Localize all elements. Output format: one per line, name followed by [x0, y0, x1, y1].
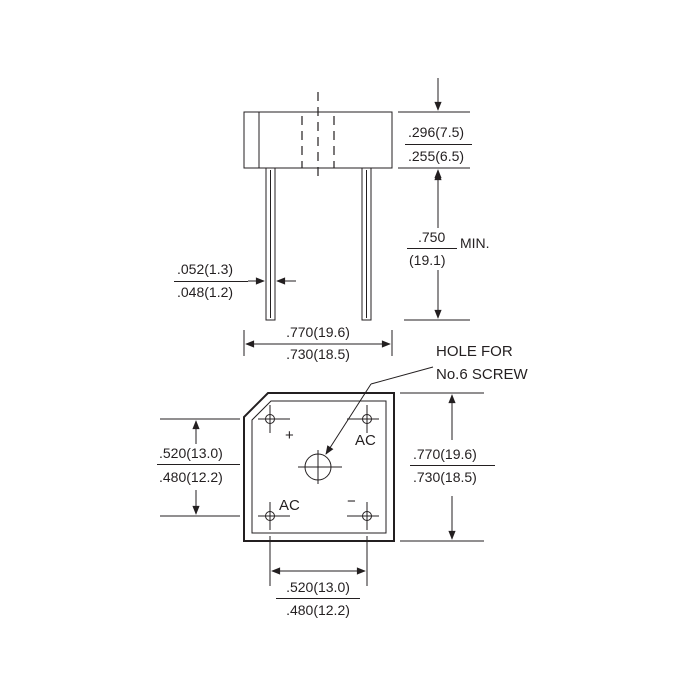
lead-length-top-label: .750 [418, 229, 445, 245]
pin-plus [258, 405, 290, 433]
body-width-dimension: .770(19.6) .730(18.5) [400, 392, 495, 542]
lead-length-dimension: .750 (19.1) MIN. [404, 171, 490, 321]
pin-plus-label: + [285, 427, 294, 444]
height-dimension: .296(7.5) .255(6.5) [398, 78, 472, 200]
lead-spacing-dimension: .770(19.6) .730(18.5) [243, 324, 393, 362]
pin-ac-bottom-label: AC [279, 497, 300, 514]
pin-pitch-h-max-label: .520(13.0) [286, 579, 350, 595]
lead-spacing-max-label: .770(19.6) [286, 324, 350, 340]
pin-pitch-v-max-label: .520(13.0) [159, 445, 223, 461]
pin-ac-top [347, 405, 379, 433]
lead-left [265, 167, 276, 321]
lead-length-bottom-label: (19.1) [409, 252, 446, 268]
top-view-inner-outline [251, 400, 387, 534]
lead-right [361, 167, 372, 321]
pin-pitch-horizontal-dimension: .520(13.0) .480(12.2) [269, 536, 368, 618]
pin-minus [347, 502, 379, 530]
top-view: + AC AC − HOLE FOR No.6 SCREW .520(13.0)… [157, 343, 529, 618]
lead-dia-max-label: .052(1.3) [177, 261, 233, 277]
screw-hole [298, 450, 342, 484]
top-view-body [243, 392, 395, 542]
pin-minus-label: − [347, 493, 356, 510]
height-min-label: .255(6.5) [408, 148, 464, 164]
side-view: .296(7.5) .255(6.5) .750 (19.1) MIN. .05… [174, 78, 490, 362]
pin-ac-bottom [258, 502, 290, 530]
lead-dia-min-label: .048(1.2) [177, 284, 233, 300]
pin-pitch-vertical-dimension: .520(13.0) .480(12.2) [157, 418, 240, 517]
hole-callout: HOLE FOR No.6 SCREW [325, 343, 529, 455]
height-max-label: .296(7.5) [408, 124, 464, 140]
hole-label-line1: HOLE FOR [436, 343, 513, 360]
hole-label-line2: No.6 SCREW [436, 366, 529, 383]
lead-diameter-dimension: .052(1.3) .048(1.2) [174, 261, 296, 300]
body-width-max-label: .770(19.6) [413, 446, 477, 462]
pin-pitch-v-min-label: .480(12.2) [159, 469, 223, 485]
pin-ac-top-label: AC [355, 432, 376, 449]
lead-length-suffix: MIN. [460, 235, 490, 251]
lead-spacing-min-label: .730(18.5) [286, 346, 350, 362]
body-width-min-label: .730(18.5) [413, 469, 477, 485]
pin-pitch-h-min-label: .480(12.2) [286, 602, 350, 618]
